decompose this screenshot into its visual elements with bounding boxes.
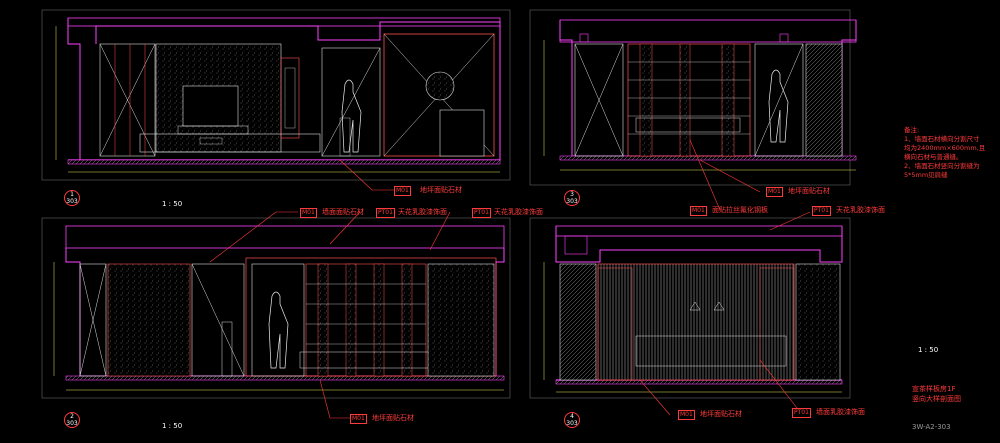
view-4-number: 4 — [570, 413, 574, 420]
elevation-view-1 — [41, 9, 511, 181]
notes-line-3: 横向石材与普通缝。 — [904, 153, 963, 161]
view-1-badge: 1 303 — [64, 190, 80, 206]
v3-floor-label: 地坪面贴石材 — [788, 187, 830, 195]
v2-ceiling-b-label: 天花乳胶漆饰面 — [494, 208, 543, 216]
title-block: 宣茶样板房1F 竖向大样剖面图 3W-A2-303 — [912, 384, 961, 432]
v4-ceiling-label: 天花乳胶漆饰面 — [836, 206, 885, 214]
v2-wall-tag: M01 — [300, 208, 317, 218]
v2-ceiling-a-tag: PT01 — [376, 208, 395, 218]
v1-floor-label: 地坪面贴石材 — [420, 186, 462, 194]
view-1-sheet: 303 — [66, 198, 78, 205]
title-line-1: 宣茶样板房1F — [912, 385, 956, 393]
notes-line-5: 5*5mm见肩缝 — [904, 171, 948, 179]
view-1-scale: 1 : 50 — [162, 200, 183, 208]
notes-line-4: 2、墙面石材竖向分割缝为 — [904, 162, 980, 170]
v3-floor-tag: M01 — [766, 187, 783, 197]
elevation-view-2 — [41, 217, 511, 399]
view-3-badge: 3 303 — [564, 190, 580, 206]
v2-ceiling-a-label: 天花乳胶漆饰面 — [398, 208, 447, 216]
view-2-number: 2 — [70, 413, 74, 420]
elevation-view-4 — [529, 217, 851, 399]
view-4-sheet: 303 — [566, 420, 578, 427]
v4-wall-tag: PT01 — [792, 408, 811, 418]
notes-heading: 备注: — [904, 126, 920, 134]
title-line-2: 竖向大样剖面图 — [912, 395, 961, 403]
leader-lines — [209, 139, 811, 419]
view-4-scale: 1 : 50 — [918, 346, 939, 354]
view-2-scale: 1 : 50 — [162, 422, 183, 430]
v4-wall-label: 墙面乳胶漆饰面 — [816, 408, 865, 416]
v3-mid-label: 面贴拉丝氟化钢板 — [712, 206, 768, 214]
view-4-badge: 4 303 — [564, 412, 580, 428]
sheet-number: 3W-A2-303 — [912, 423, 951, 431]
notes-line-2: 均为2400mm×600mm,且 — [904, 144, 986, 152]
view-3-number: 3 — [570, 191, 574, 198]
v2-wall-label: 墙面面贴石材 — [322, 208, 364, 216]
v2-floor-label: 地坪面贴石材 — [372, 414, 414, 422]
v4-floor-label: 地坪面贴石材 — [700, 410, 742, 418]
notes-line-1: 1、墙面石材横向分割尺寸 — [904, 135, 980, 143]
view-1-number: 1 — [70, 191, 74, 198]
general-notes: 备注: 1、墙面石材横向分割尺寸 均为2400mm×600mm,且 横向石材与普… — [904, 126, 994, 180]
view-2-sheet: 303 — [66, 420, 78, 427]
view-3-sheet: 303 — [566, 198, 578, 205]
v3-mid-tag: M01 — [690, 206, 707, 216]
v4-ceiling-tag: PT01 — [812, 206, 831, 216]
view-2-badge: 2 303 — [64, 412, 80, 428]
v1-floor-tag: M01 — [394, 186, 411, 196]
v4-floor-tag: M01 — [678, 410, 695, 420]
elevation-view-3 — [529, 9, 857, 186]
v2-floor-tag: M01 — [350, 414, 367, 424]
v2-ceiling-b-tag: PT01 — [472, 208, 491, 218]
